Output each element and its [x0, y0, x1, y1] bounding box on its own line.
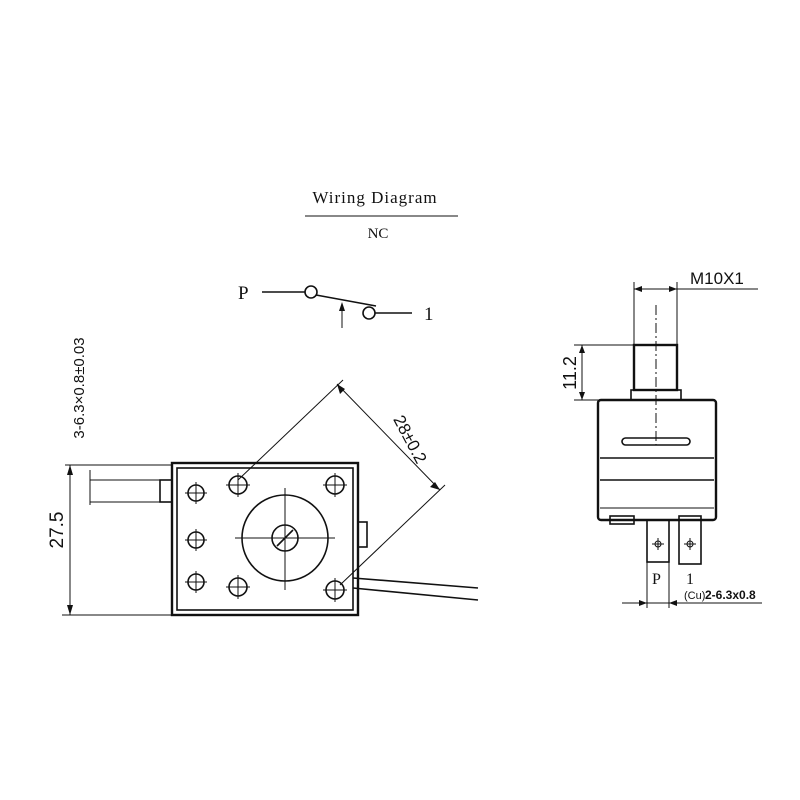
side-terminal-1-label: 1 — [686, 571, 694, 588]
diagonal-dimension: 28±0.2 — [389, 412, 430, 467]
thread-dimension: M10X1 — [690, 269, 744, 288]
front-terminals — [185, 473, 347, 602]
side-terminal-material: (Cu) — [684, 590, 705, 602]
terminal-spec-dimension: 3-6.3×0.8±0.03 — [71, 337, 88, 438]
side-terminals — [646, 515, 702, 565]
side-view: M10X1 11.2 P 1 — [560, 269, 762, 608]
wiring-diagram: Wiring Diagram NC P 1 — [238, 188, 458, 328]
side-terminal-p-label: P — [652, 571, 661, 588]
side-terminal-spec: 2-6.3x0.8 — [705, 588, 756, 602]
wiring-terminal-p-label: P — [238, 283, 249, 304]
shaft-height-dimension: 11.2 — [560, 356, 580, 390]
contact-type-label: NC — [368, 226, 389, 242]
wiring-terminal-1-label: 1 — [424, 304, 434, 325]
switch-symbol: P 1 — [238, 283, 434, 328]
height-dimension: 27.5 — [47, 512, 68, 549]
front-view: 3-6.3×0.8±0.03 27.5 — [47, 337, 479, 617]
wiring-diagram-title: Wiring Diagram — [312, 188, 437, 207]
